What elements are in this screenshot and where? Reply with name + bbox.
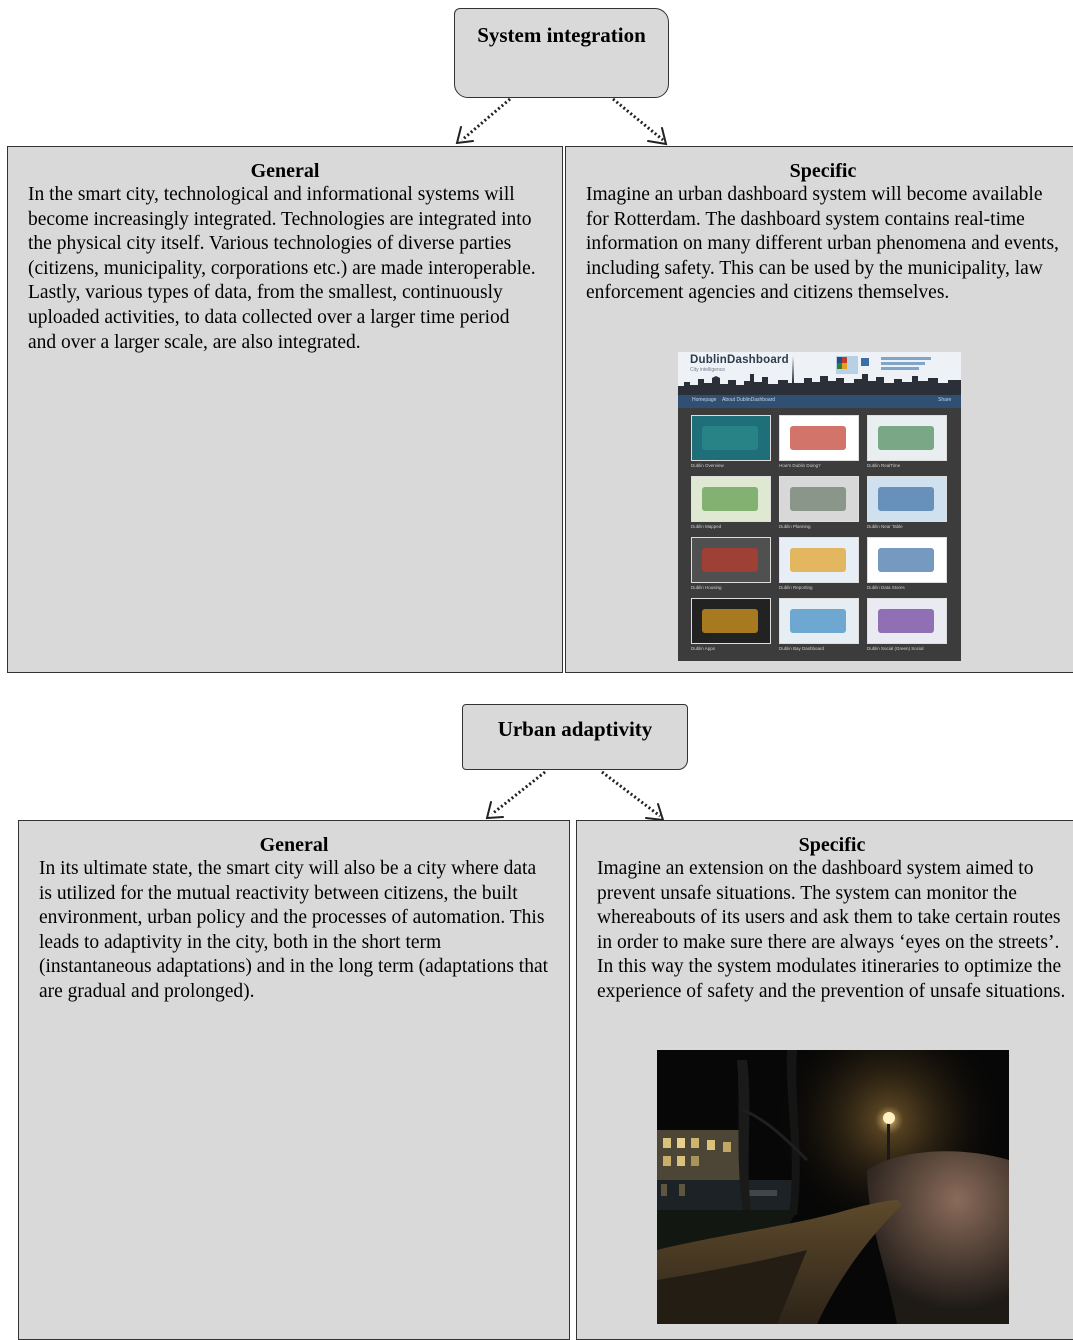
dashboard-tile[interactable]	[779, 476, 859, 522]
tile-caption: Dublin Data Stores	[867, 585, 905, 590]
arrow-to-specific-2	[601, 770, 661, 818]
tile-thumbnail	[878, 609, 934, 633]
nav-share: Share	[938, 397, 952, 403]
arrow-to-general-2	[491, 770, 546, 816]
specific-text-1: Imagine an urban dashboard system will b…	[586, 184, 1059, 304]
skyline-silhouette	[678, 356, 961, 395]
specific-heading-2: Specific	[798, 834, 866, 856]
tile-thumbnail	[790, 548, 846, 572]
dashboard-subtitle: City intelligence	[690, 367, 726, 373]
tile-caption: Dublin Near Table	[867, 524, 903, 529]
arrowhead-general-2	[485, 801, 504, 820]
arrowhead-specific-1	[647, 127, 668, 146]
dublin-dashboard-image: DublinDashboard City intelligence Homepa…	[678, 352, 961, 661]
dashboard-tile[interactable]	[779, 598, 859, 644]
general-panel-2: General In its ultimate state, the smart…	[18, 820, 570, 1340]
dashboard-brand: DublinDashboard	[690, 354, 789, 366]
dashboard-tile[interactable]	[779, 415, 859, 461]
dashboard-tile[interactable]	[691, 598, 771, 644]
tile-thumbnail	[702, 548, 758, 572]
night-park-photo	[657, 1050, 1009, 1324]
tile-caption: Dublin Reporting	[779, 585, 813, 590]
dashboard-tile[interactable]	[691, 476, 771, 522]
general-heading-2: General	[259, 834, 329, 856]
general-panel-1: General In the smart city, technological…	[7, 146, 563, 673]
tile-thumbnail	[790, 426, 846, 450]
tile-thumbnail	[702, 487, 758, 511]
dashboard-tile[interactable]	[867, 598, 947, 644]
urban-adaptivity-title-box: Urban adaptivity	[462, 704, 688, 770]
tile-thumbnail	[790, 609, 846, 633]
tile-thumbnail	[702, 609, 758, 633]
general-heading-1: General	[250, 160, 320, 182]
tile-caption: Dublin Apps	[691, 646, 716, 651]
tile-thumbnail	[878, 487, 934, 511]
tile-caption: Dublin Social (Green) Social	[867, 646, 924, 651]
night-scene	[657, 1050, 1009, 1324]
arrowhead-specific-2	[645, 803, 665, 822]
nav-homepage: Homepage	[692, 397, 717, 403]
dashboard-tile[interactable]	[691, 537, 771, 583]
dashboard-tile[interactable]	[867, 537, 947, 583]
system-integration-title-box: System integration	[454, 8, 669, 98]
nav-about: About DublinDashboard	[722, 397, 776, 403]
specific-heading-1: Specific	[789, 160, 857, 182]
tile-caption: Dublin Bay Dashboard	[779, 646, 825, 651]
tile-thumbnail	[790, 487, 846, 511]
general-text-2: In its ultimate state, the smart city wi…	[39, 858, 549, 1002]
general-text-1: In the smart city, technological and inf…	[28, 184, 536, 353]
tile-caption: Dublin Mapped	[691, 524, 722, 529]
dashboard-tile[interactable]	[779, 537, 859, 583]
dashboard-tile[interactable]	[691, 415, 771, 461]
dashboard-tile[interactable]	[867, 476, 947, 522]
specific-text-2: Imagine an extension on the dashboard sy…	[597, 858, 1066, 1002]
dashboard-nav: Homepage About DublinDashboard Share	[678, 395, 961, 408]
arrow-to-specific-1	[612, 97, 664, 142]
tile-caption: Dublin RealTime	[867, 463, 901, 468]
arrow-to-general-1	[461, 97, 511, 142]
tile-thumbnail	[702, 426, 758, 450]
tile-thumbnail	[878, 426, 934, 450]
tile-caption: Dublin Planning	[779, 524, 811, 529]
tile-caption: Dublin Housing	[691, 585, 722, 590]
dashboard-tile[interactable]	[867, 415, 947, 461]
tile-caption: Dublin Overview	[691, 463, 724, 468]
tile-caption: How's Dublin Doing?	[779, 463, 821, 468]
arrowhead-general-1	[455, 126, 474, 145]
urban-adaptivity-title: Urban adaptivity	[497, 717, 653, 741]
dashboard-header: DublinDashboard City intelligence	[678, 352, 961, 395]
tile-thumbnail	[878, 548, 934, 572]
system-integration-title: System integration	[477, 23, 646, 47]
